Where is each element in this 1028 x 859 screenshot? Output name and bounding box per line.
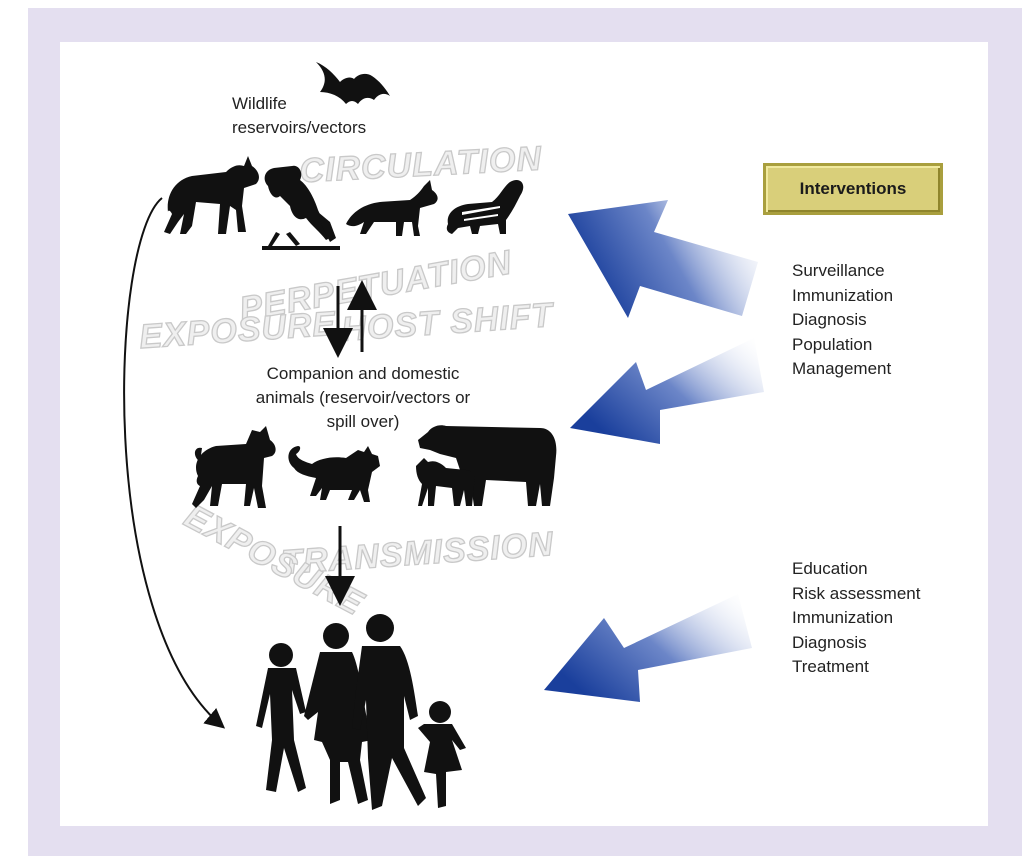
blue-arrow-wildlife [568,200,758,318]
interventions-title: Interventions [799,179,907,198]
list-item: Diagnosis [792,310,867,329]
list-item: Risk assessment [792,583,921,603]
blue-arrow-humans [544,594,752,702]
wildlife-label: Wildlife reservoirs/vectors [232,94,367,137]
cow-icon [418,425,557,506]
list-item: Diagnosis [792,632,867,652]
interventions-box: Interventions [763,163,943,215]
skunk-icon [446,179,524,234]
list-item: Immunization [792,608,894,627]
list-item: Surveillance [792,261,885,280]
list-item: Immunization [792,285,894,305]
stamp-circulation: CIRCULATION [299,140,544,191]
family-icon [256,614,466,810]
fox-icon [346,180,438,236]
raccoon-icon [262,165,340,250]
dog-icon [192,426,276,508]
human-interventions-list: Education Risk assessment Immunization D… [792,557,920,680]
domestic-animals-label: Companion and domestic animals (reservoi… [255,364,471,431]
list-item: Population [792,334,873,354]
stamp-exposure-top: EXPOSURE [138,305,337,357]
blue-arrow-domestic [570,338,764,444]
wolf-icon [164,156,259,234]
curved-arrow [123,197,226,729]
wildlife-interventions-list: Surveillance Immunization Diagnosis Popu… [792,259,893,382]
list-item: Management [792,359,892,378]
list-item: Treatment [792,657,869,676]
list-item: Education [792,559,868,578]
bat-icon [316,62,390,104]
calf-icon [416,458,475,506]
cat-icon [288,446,380,502]
